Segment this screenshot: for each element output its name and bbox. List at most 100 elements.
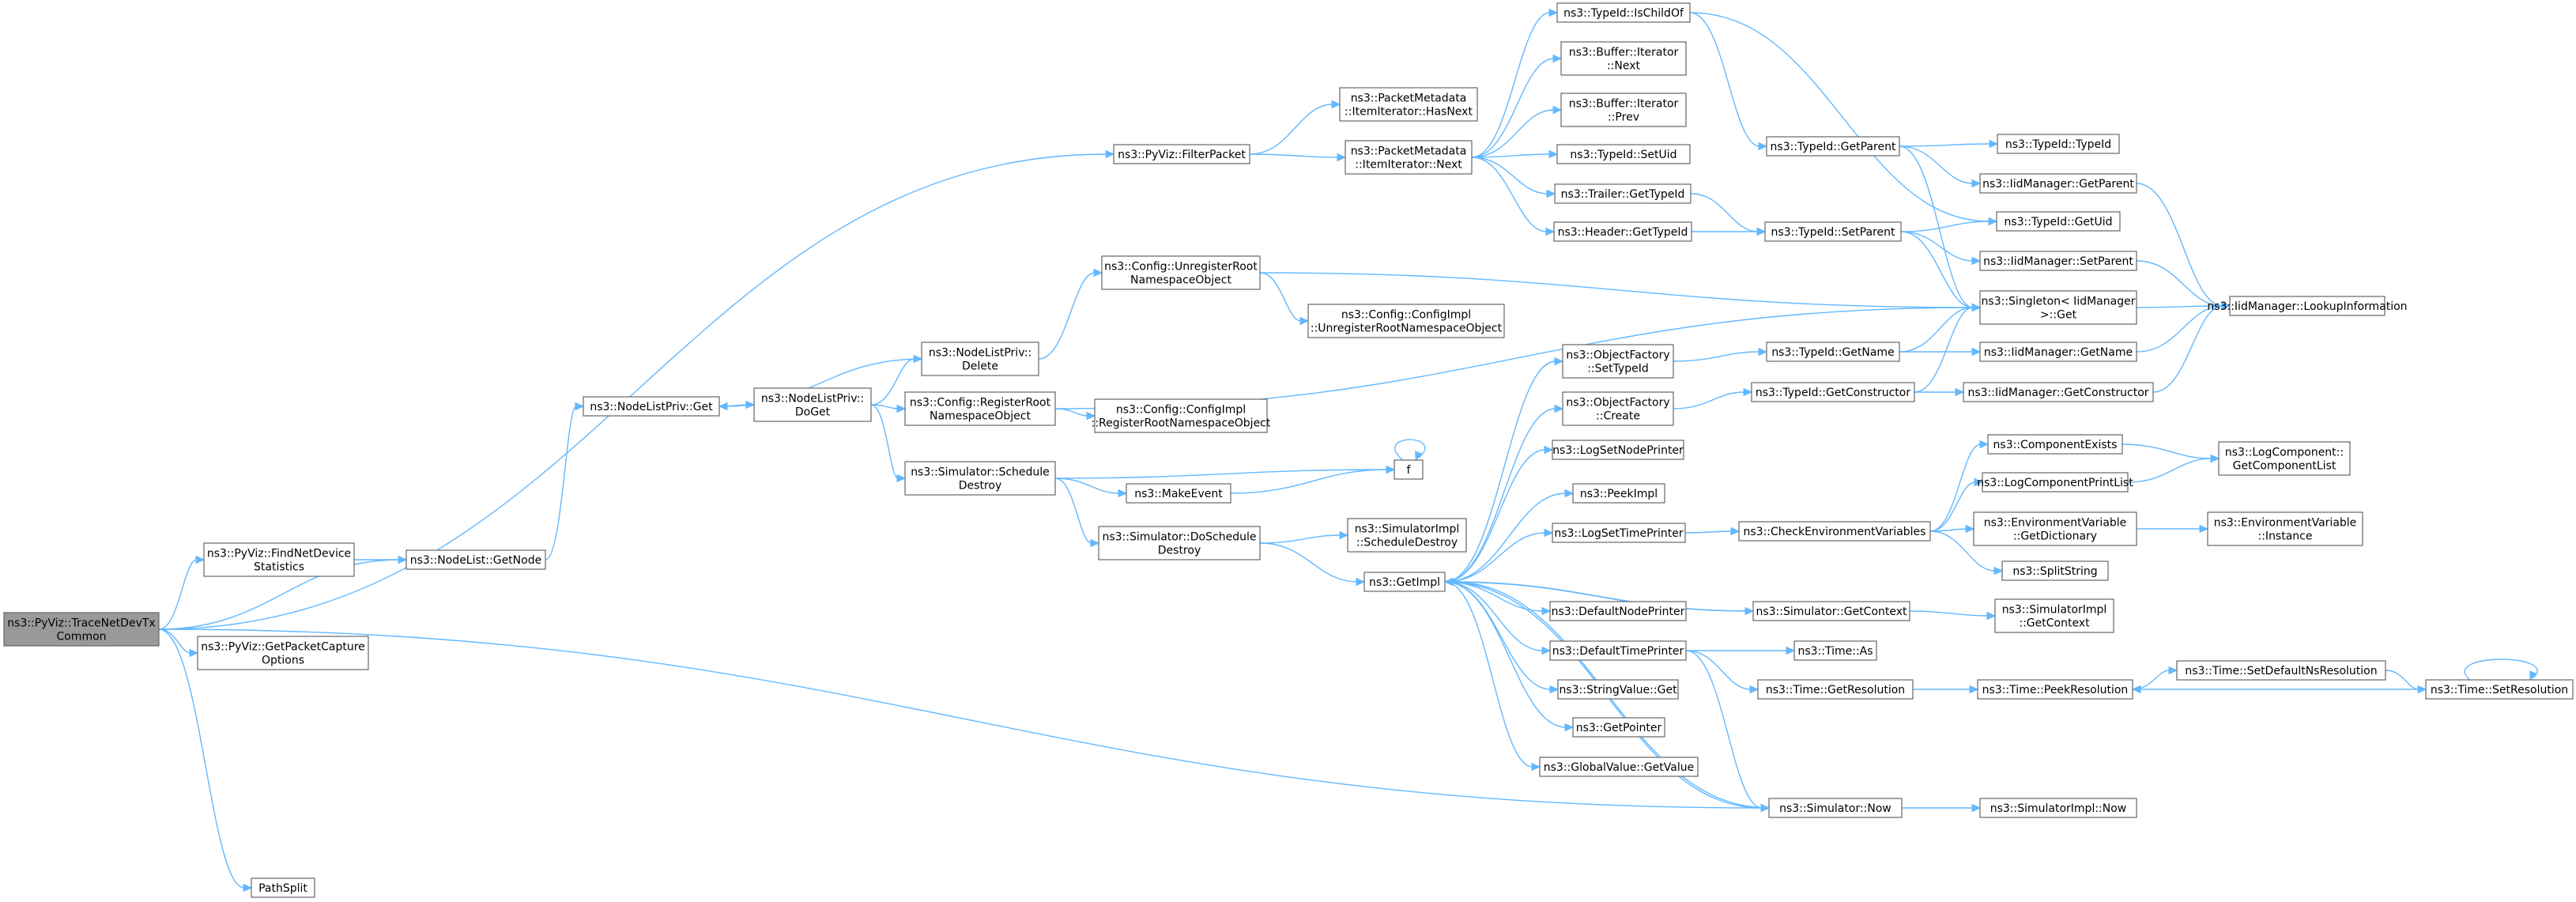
node-objfactorysettypeid[interactable]: ns3::ObjectFactory::SetTypeId — [1562, 344, 1674, 379]
edge-typeidgetname-to-singletonget — [1899, 303, 1982, 353]
node-componentexists[interactable]: ns3::ComponentExists — [1987, 434, 2123, 455]
node-simimplschedule[interactable]: ns3::SimulatorImpl::ScheduleDestroy — [1347, 518, 1467, 553]
node-filterpacket[interactable]: ns3::PyViz::FilterPacket — [1113, 144, 1250, 164]
node-pathsplit[interactable]: PathSplit — [251, 877, 315, 898]
node-envinstance[interactable]: ns3::EnvironmentVariable::Instance — [2207, 511, 2363, 546]
node-pmnext[interactable]: ns3::PacketMetadata::ItemIterator::Next — [1345, 140, 1473, 175]
node-label: ::RegisterRootNamespaceObject — [1092, 417, 1271, 430]
node-bufnext[interactable]: ns3::Buffer::Iterator::Next — [1560, 41, 1687, 76]
node-logcompgetlist[interactable]: ns3::LogComponent::GetComponentList — [2218, 441, 2351, 476]
node-getimpl[interactable]: ns3::GetImpl — [1363, 572, 1446, 592]
node-peekimpl[interactable]: ns3::PeekImpl — [1572, 483, 1665, 504]
node-typeidgetuid[interactable]: ns3::TypeId::GetUid — [1996, 211, 2121, 232]
node-label: ns3::ObjectFactory — [1566, 349, 1669, 362]
node-timepeekres[interactable]: ns3::Time::PeekResolution — [1977, 679, 2133, 700]
node-label: ns3::DefaultTimePrinter — [1552, 645, 1684, 658]
node-label: ns3::Config::ConfigImpl — [1341, 309, 1471, 322]
node-makeevent[interactable]: ns3::MakeEvent — [1126, 483, 1231, 504]
node-defaultnodeprinter[interactable]: ns3::DefaultNodePrinter — [1549, 601, 1687, 621]
node-label: ::ItemIterator::HasNext — [1345, 106, 1473, 119]
edge-checkenv-to-componentexists — [1929, 440, 1990, 532]
node-configimplunregister[interactable]: ns3::Config::ConfigImpl::UnregisterRootN… — [1307, 304, 1505, 338]
node-defaulttimeprinter[interactable]: ns3::DefaultTimePrinter — [1549, 640, 1687, 661]
edge-root-to-getpacketcapture — [158, 628, 199, 658]
node-label: ::ScheduleDestroy — [1356, 537, 1458, 549]
node-logsettimeprinter[interactable]: ns3::LogSetTimePrinter — [1552, 523, 1686, 543]
edge-timesetres-to-timesetres — [2464, 659, 2538, 681]
node-logcompprintlist[interactable]: ns3::LogComponentPrintList — [1977, 472, 2133, 493]
node-timesetres[interactable]: ns3::Time::SetResolution — [2425, 679, 2574, 700]
node-bufprev[interactable]: ns3::Buffer::Iterator::Prev — [1560, 92, 1687, 127]
edge-typeidsetparent-to-typeidgetuid — [1900, 217, 1998, 232]
node-typeidsetparent[interactable]: ns3::TypeId::SetParent — [1764, 221, 1902, 242]
node-layer: ns3::PyViz::TraceNetDevTxCommonns3::PyVi… — [3, 2, 2574, 898]
edge-simschedule-to-simdoschedule — [1054, 477, 1100, 548]
node-nodelistprivget[interactable]: ns3::NodeListPriv::Get — [583, 396, 720, 417]
node-globalvalueget[interactable]: ns3::GlobalValue::GetValue — [1539, 757, 1699, 777]
node-simimplgetcontext[interactable]: ns3::SimulatorImpl::GetContext — [1994, 598, 2114, 633]
node-label: ns3::SimulatorImpl::Now — [1990, 802, 2127, 815]
node-configimplregister[interactable]: ns3::Config::ConfigImpl::RegisterRootNam… — [1092, 398, 1271, 433]
node-nodelistprivdoget[interactable]: ns3::NodeListPriv::DoGet — [753, 387, 872, 422]
edge-defaulttimeprinter-to-timeas — [1685, 646, 1796, 655]
edge-pmnext-to-bufnext — [1471, 54, 1563, 158]
node-envgetdict[interactable]: ns3::EnvironmentVariable::GetDictionary — [1973, 511, 2137, 546]
node-typeidgetparent[interactable]: ns3::TypeId::GetParent — [1766, 136, 1900, 157]
node-getpointer[interactable]: ns3::GetPointer — [1572, 717, 1665, 738]
node-iidsetparent[interactable]: ns3::IidManager::SetParent — [1979, 251, 2137, 271]
node-checkenv[interactable]: ns3::CheckEnvironmentVariables — [1738, 521, 1931, 542]
node-iidgetconstructor[interactable]: ns3::IidManager::GetConstructor — [1963, 382, 2154, 402]
node-configunregister[interactable]: ns3::Config::UnregisterRootNamespaceObje… — [1101, 255, 1261, 290]
node-typeidischildof[interactable]: ns3::TypeId::IsChildOf — [1556, 2, 1691, 23]
node-singletonget[interactable]: ns3::Singleton< IidManager>::Get — [1979, 290, 2137, 325]
edge-findnetdevice-to-nodelistgetnode — [353, 555, 408, 564]
node-label: ns3::Time::As — [1797, 645, 1873, 658]
node-label: ns3::PyViz::FilterPacket — [1118, 149, 1246, 161]
node-label: Destroy — [1158, 545, 1201, 557]
node-f[interactable]: f — [1394, 459, 1424, 480]
node-label: Options — [262, 655, 304, 667]
node-typeidsetuid[interactable]: ns3::TypeId::SetUid — [1556, 144, 1691, 164]
node-label: ::Next — [1607, 60, 1641, 73]
node-simschedule[interactable]: ns3::Simulator::ScheduleDestroy — [904, 461, 1056, 496]
node-simgetcontext[interactable]: ns3::Simulator::GetContext — [1752, 601, 1910, 621]
node-iidlookup[interactable]: ns3::IidManager::LookupInformation — [2207, 296, 2408, 316]
edge-typeidischildof-to-typeidgetuid — [1689, 12, 1998, 226]
node-typeidtypeid[interactable]: ns3::TypeId::TypeId — [1997, 134, 2120, 154]
node-configregister[interactable]: ns3::Config::RegisterRootNamespaceObject — [904, 391, 1056, 426]
node-simimplnow[interactable]: ns3::SimulatorImpl::Now — [1979, 798, 2137, 818]
node-headergettypeid[interactable]: ns3::Header::GetTypeId — [1553, 221, 1692, 242]
node-timegetres[interactable]: ns3::Time::GetResolution — [1757, 679, 1914, 700]
node-simnow[interactable]: ns3::Simulator::Now — [1768, 798, 1903, 818]
node-stringvalueget[interactable]: ns3::StringValue::Get — [1557, 679, 1679, 700]
node-splitstring[interactable]: ns3::SplitString — [2001, 560, 2109, 581]
node-label: ns3::NodeListPriv:: — [761, 393, 864, 406]
edge-getimpl-to-objfactorysettypeid — [1444, 357, 1564, 583]
node-iidgetname[interactable]: ns3::IidManager::GetName — [1979, 342, 2137, 362]
node-iidgetparent[interactable]: ns3::IidManager::GetParent — [1979, 173, 2137, 194]
node-timesetdefaultns[interactable]: ns3::Time::SetDefaultNsResolution — [2176, 660, 2386, 681]
node-label: NamespaceObject — [930, 410, 1031, 423]
node-pmhasnext[interactable]: ns3::PacketMetadata::ItemIterator::HasNe… — [1339, 87, 1478, 122]
node-nodelistprivdelete[interactable]: ns3::NodeListPriv::Delete — [921, 342, 1039, 376]
node-label: ns3::IidManager::GetParent — [1982, 178, 2134, 191]
node-trailergettypeid[interactable]: ns3::Trailer::GetTypeId — [1554, 183, 1692, 204]
node-logsetnodeprinter[interactable]: ns3::LogSetNodePrinter — [1552, 440, 1684, 460]
node-label: ns3::CheckEnvironmentVariables — [1744, 526, 1926, 538]
node-timeas[interactable]: ns3::Time::As — [1793, 640, 1877, 661]
node-typeidgetname[interactable]: ns3::TypeId::GetName — [1766, 342, 1900, 362]
edge-root-to-findnetdevice — [158, 555, 206, 630]
node-objfactorycreate[interactable]: ns3::ObjectFactory::Create — [1562, 391, 1674, 426]
node-label: ns3::TypeId::GetUid — [2004, 216, 2112, 228]
node-label: ns3::SimulatorImpl — [2002, 604, 2107, 617]
edge-pmnext-to-bufprev — [1471, 105, 1563, 158]
node-label: ns3::EnvironmentVariable — [2214, 517, 2357, 530]
node-typeidgetconstructor[interactable]: ns3::TypeId::GetConstructor — [1751, 382, 1915, 402]
node-nodelistgetnode[interactable]: ns3::NodeList::GetNode — [405, 549, 546, 570]
node-label: Common — [56, 631, 106, 643]
edge-simdoschedule-to-simimplschedule — [1259, 530, 1349, 544]
